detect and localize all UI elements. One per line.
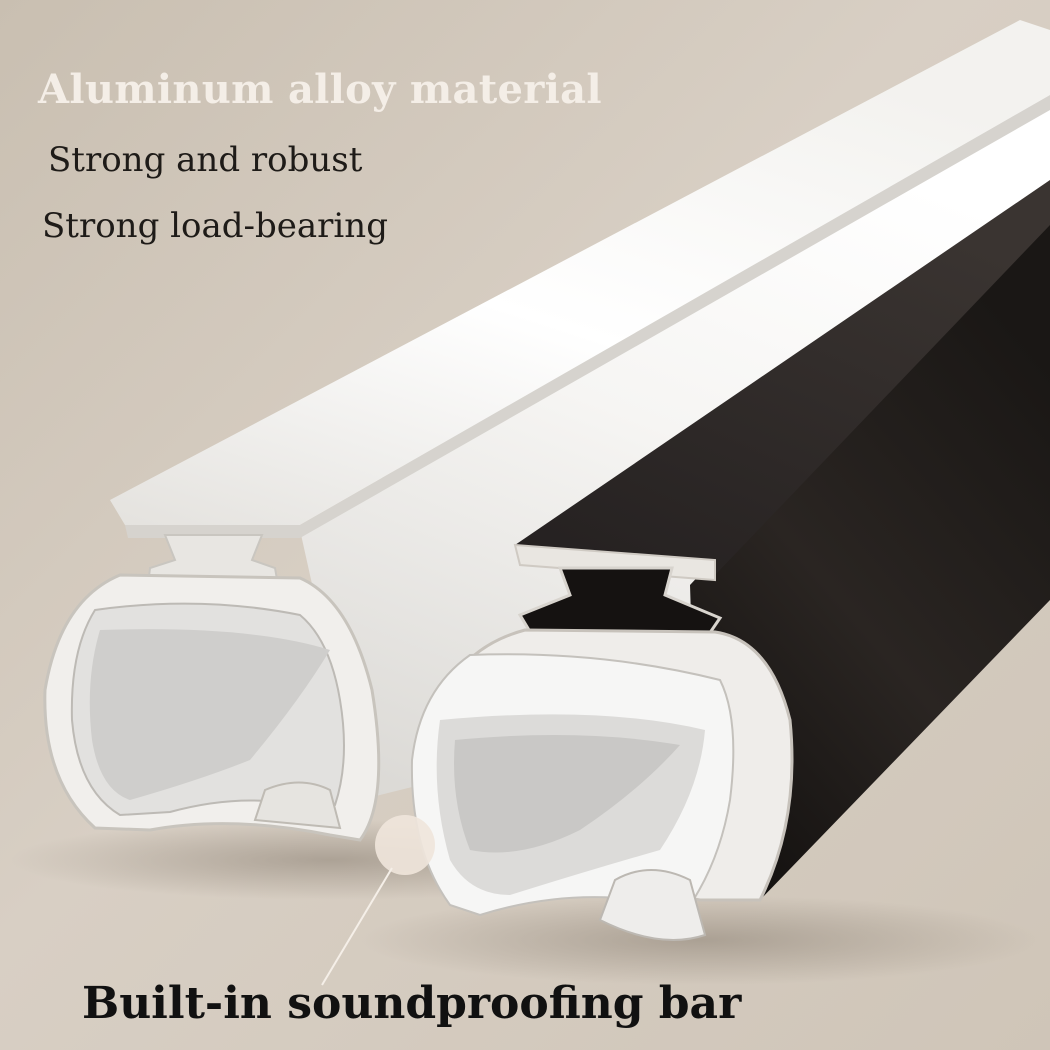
- feature-load-bearing: Strong load-bearing: [42, 206, 388, 246]
- white-rail-top-flange: [110, 20, 1050, 525]
- headline-material: Aluminum alloy material: [38, 66, 602, 113]
- rail-shadow: [360, 895, 1040, 985]
- black-aluminum-rail: [410, 180, 1050, 941]
- callout-marker: [375, 815, 435, 875]
- callout-soundproofing-bar: Built-in soundproofing bar: [82, 978, 742, 1029]
- white-rail-body: [300, 60, 1050, 800]
- white-rail-inner-shadow: [89, 629, 330, 800]
- soundproofing-bar-cavity-shadow: [454, 735, 680, 853]
- white-rail-bottom-lip: [253, 781, 342, 830]
- white-aluminum-rail: [43, 20, 1050, 842]
- feature-strong-robust: Strong and robust: [48, 140, 363, 180]
- callout-leader-line: [321, 867, 393, 986]
- black-rail-top-flange: [515, 180, 1050, 575]
- black-rail-bottom-lip: [598, 869, 707, 941]
